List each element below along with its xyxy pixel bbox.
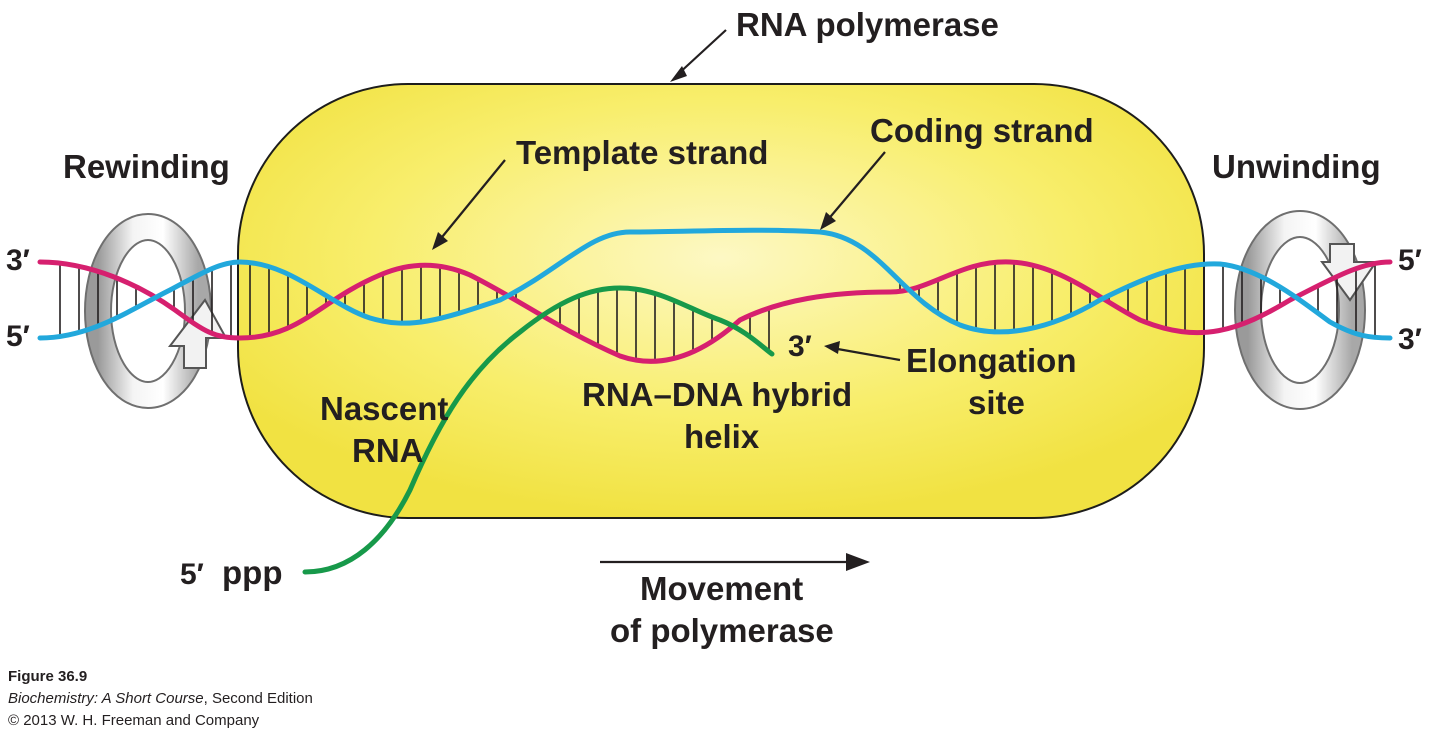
elongation-site-label-line1: Elongation bbox=[906, 342, 1076, 379]
left-bottom-end-label: 5′ bbox=[6, 320, 30, 353]
figure-source: Biochemistry: A Short Course, Second Edi… bbox=[8, 690, 313, 707]
rna-polymerase-label: RNA polymerase bbox=[736, 6, 999, 43]
movement-arrow-head bbox=[846, 553, 870, 571]
nascent-rna-line bbox=[302, 285, 775, 575]
figure-source-title: Biochemistry: A Short Course bbox=[8, 690, 204, 707]
nascent-rna-label-line1: Nascent bbox=[320, 390, 448, 427]
rna-polymerase-pointer bbox=[675, 29, 727, 77]
elongation-site-pointer-head bbox=[824, 341, 840, 354]
right-bottom-end-label: 3′ bbox=[1398, 323, 1422, 356]
unwinding-rotation-icon bbox=[1234, 210, 1378, 410]
coding-strand-pointer bbox=[825, 151, 886, 223]
right-top-end-label: 5′ bbox=[1398, 244, 1422, 277]
movement-label-line1: Movement bbox=[640, 570, 803, 607]
rewinding-label: Rewinding bbox=[63, 148, 230, 185]
template-strand-pointer bbox=[437, 159, 506, 243]
figure-source-edition: , Second Edition bbox=[204, 690, 313, 707]
coding-strand-line bbox=[37, 227, 1393, 341]
rna-5prime-label: 5′ bbox=[180, 558, 204, 591]
elongation-site-pointer bbox=[831, 346, 901, 362]
base-pair-rungs bbox=[59, 262, 1376, 362]
rna-polymerase-pointer-head bbox=[670, 66, 687, 82]
movement-label-line2: of polymerase bbox=[610, 612, 834, 649]
ppp-label: ppp bbox=[222, 554, 282, 591]
left-top-end-label: 3′ bbox=[6, 244, 30, 277]
coding-strand-pointer-head bbox=[820, 212, 836, 230]
rna-dna-hybrid-label-line2: helix bbox=[684, 418, 760, 455]
nascent-rna-label-line2: RNA bbox=[352, 432, 424, 469]
coding-strand-label: Coding strand bbox=[870, 112, 1094, 149]
figure-copyright: © 2013 W. H. Freeman and Company bbox=[8, 712, 260, 729]
figure-number: Figure 36.9 bbox=[8, 668, 87, 685]
rna-dna-hybrid-label-line1: RNA–DNA hybrid bbox=[582, 376, 852, 413]
unwinding-label: Unwinding bbox=[1212, 148, 1381, 185]
template-strand-label: Template strand bbox=[516, 134, 768, 171]
template-strand-pointer-head bbox=[432, 232, 448, 250]
template-strand-line bbox=[37, 259, 1393, 364]
elongation-site-label-line2: site bbox=[968, 384, 1025, 421]
rna-3prime-label: 3′ bbox=[788, 330, 812, 363]
